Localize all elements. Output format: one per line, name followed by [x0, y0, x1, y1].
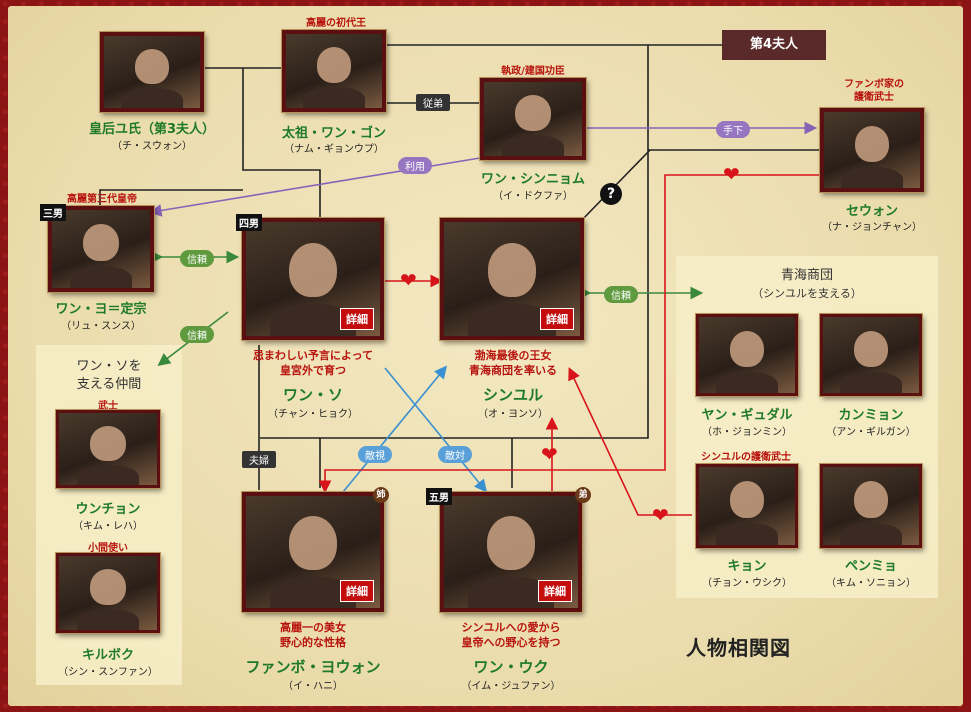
relation-trust-2: 信頼	[604, 286, 638, 303]
subheading-cheonghae: （シンユルを支える）	[752, 287, 862, 300]
actor-taejo: （ナム・ギョンウプ）	[284, 144, 384, 155]
portrait-gilbok	[56, 553, 160, 633]
tag-sister: 姉	[373, 487, 389, 503]
desc-sinyul: 渤海最後の王女 青海商団を率いる	[469, 349, 557, 377]
portrait-baengmyo	[820, 464, 922, 548]
relation-use: 利用	[398, 157, 432, 174]
name-gyudal: ヤン・ギュダル	[701, 408, 793, 423]
relation-couple: 夫婦	[242, 451, 276, 468]
actor-sinyul: （オ・ヨンソ）	[478, 409, 548, 420]
heading-cheonghae: 青海商団	[780, 268, 833, 283]
portrait-sewon	[820, 108, 924, 192]
portrait-queen-yu	[100, 32, 204, 112]
detail-button-wang-so[interactable]: 詳細	[340, 308, 374, 330]
relation-hostile-2: 敵対	[438, 446, 472, 463]
actor-queen-yu: （チ・スウォン）	[112, 141, 192, 152]
actor-eunchun: （キム・レハ）	[73, 521, 143, 532]
actor-jeongjong: （リュ・スンス）	[61, 321, 141, 332]
actor-kang: （チョン・ウシク）	[702, 578, 792, 589]
relation-hostile-1: 敵視	[358, 446, 392, 463]
name-wook: ワン・ウク	[473, 658, 549, 676]
name-queen-yu: 皇后ユ氏（第3夫人）	[88, 122, 216, 137]
heart-icon: ❤	[400, 268, 417, 292]
relation-trust-3: 信頼	[180, 326, 214, 343]
tag-younger-brother: 弟	[575, 487, 591, 503]
desc-wook: シンユルへの愛から 皇帝への野心を持つ	[461, 621, 561, 649]
name-taejo: 太祖・ワン・ゴン	[281, 126, 386, 141]
chart-title: 人物相関図	[686, 636, 791, 660]
actor-gyudal: （ホ・ジョンミン）	[702, 427, 792, 438]
actor-wang-so: （チャン・ヒョク）	[268, 409, 358, 420]
actor-baengmyo: （キム・ソニョン）	[826, 578, 916, 589]
question-mark-icon: ?	[600, 183, 622, 205]
detail-button-wook[interactable]: 詳細	[538, 580, 572, 602]
portrait-taejo	[282, 30, 386, 112]
tag-fourth-son: 四男	[236, 214, 262, 231]
detail-button-sinyul[interactable]: 詳細	[540, 308, 574, 330]
name-sewon: セウォン	[845, 204, 898, 219]
name-sinnyeom: ワン・シンニョム	[480, 172, 585, 187]
role-taejo: 高麗の初代王	[306, 18, 366, 29]
name-kangmyung: カンミョン	[838, 408, 904, 423]
actor-sinnyeom: （イ・ドクファ）	[493, 191, 573, 202]
tag-fifth-son: 五男	[426, 488, 452, 505]
actor-sewon: （ナ・ジョンチャン）	[822, 222, 922, 233]
role-eunchun: 武士	[98, 401, 118, 412]
name-wang-so: ワン・ソ	[282, 386, 343, 404]
desc-wang-so: 忌まわしい予言によって 皇宮外で育つ	[252, 349, 374, 377]
name-baengmyo: ペンミョ	[844, 559, 897, 574]
portrait-sinnyeom	[480, 78, 586, 160]
fourth-wife-label: 第4夫人	[722, 30, 826, 60]
name-jeongjong: ワン・ヨ＝定宗	[55, 302, 147, 317]
name-sinyul: シンユル	[482, 386, 543, 404]
portrait-kangmyung	[820, 314, 922, 396]
name-gilbok: キルボク	[81, 648, 134, 663]
heart-icon: ❤	[652, 503, 669, 527]
portrait-yeowon[interactable]: 詳細	[242, 492, 384, 612]
role-sinnyeom: 執政/建国功臣	[501, 66, 565, 77]
actor-wook: （イム・ジュファン）	[461, 681, 561, 692]
relation-cousin: 従弟	[416, 94, 450, 111]
detail-button-yeowon[interactable]: 詳細	[340, 580, 374, 602]
relation-trust-1: 信頼	[180, 250, 214, 267]
portrait-kang	[696, 464, 798, 548]
portrait-gyudal	[696, 314, 798, 396]
tag-third-son: 三男	[40, 204, 66, 221]
actor-yeowon: （イ・ハニ）	[283, 681, 343, 692]
actor-gilbok: （シン・スンファン）	[58, 667, 158, 678]
role-kang: シンユルの護衛武士	[701, 452, 791, 463]
heart-icon: ❤	[541, 442, 558, 466]
name-yeowon: ファンボ・ヨウォン	[245, 658, 381, 676]
portrait-wang-so[interactable]: 詳細	[242, 218, 384, 340]
heading-wang-so-allies: ワン・ソを 支える仲間	[76, 359, 142, 392]
role-gilbok: 小間使い	[88, 543, 128, 554]
heart-icon: ❤	[723, 162, 740, 186]
portrait-sinyul[interactable]: 詳細	[440, 218, 584, 340]
name-eunchun: ウンチョン	[75, 502, 141, 517]
portrait-jeongjong	[48, 206, 154, 292]
actor-kangmyung: （アン・ギルガン）	[826, 427, 916, 438]
portrait-eunchun	[56, 410, 160, 488]
role-sewon: ファンボ家の 護衛武士	[844, 79, 904, 103]
role-jeongjong: 高麗第三代皇帝	[67, 194, 137, 205]
desc-yeowon: 高麗一の美女 野心的な性格	[280, 621, 346, 649]
portrait-wook[interactable]: 詳細	[440, 492, 582, 612]
relation-subordinate: 手下	[716, 121, 750, 138]
name-kang: キョン	[727, 559, 767, 574]
